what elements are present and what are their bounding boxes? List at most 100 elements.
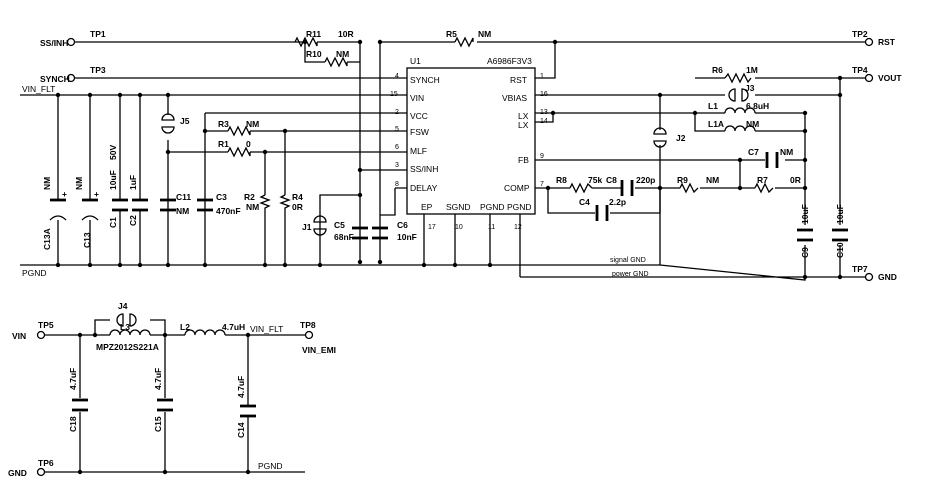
c18-val: 4.7uF <box>68 368 78 390</box>
l2-val: 4.7uH <box>222 322 245 332</box>
c14-ref: C14 <box>236 422 246 438</box>
ic-u1-body <box>406 67 536 215</box>
pin-label-synch: SYNCH <box>410 75 440 85</box>
l1-val: 6.8uH <box>746 101 769 111</box>
r8-ref: R8 <box>556 175 567 185</box>
pin-label-fb: FB <box>518 155 529 165</box>
pin-label-vbias: VBIAS <box>502 93 527 103</box>
net-signal-gnd: signal GND <box>610 257 646 264</box>
r4-val: 0R <box>292 202 303 212</box>
net-gnd-bottom: GND <box>8 468 27 478</box>
l2-coil <box>184 329 226 336</box>
c6-ref: C6 <box>397 220 408 230</box>
tp6-marker <box>36 467 46 477</box>
pin-label-fsw: FSW <box>410 127 429 137</box>
r7-body <box>754 182 774 194</box>
pin-num-11: 11 <box>488 224 495 231</box>
c10-ref: C10 <box>835 242 845 258</box>
c2-ref: C2 <box>128 215 138 226</box>
pin-label-ep: EP <box>421 202 433 212</box>
tp1-label: TP1 <box>90 29 106 39</box>
pin-label-rst: RST <box>510 75 527 85</box>
pin-num-1: 1 <box>540 73 544 80</box>
c15-val: 4.7uF <box>153 368 163 390</box>
r7-val: 0R <box>790 175 801 185</box>
c9-val: 10uF <box>800 204 810 224</box>
r5-body <box>454 36 474 48</box>
ic-ref: U1 <box>410 56 421 66</box>
j3-ref: J3 <box>745 83 755 93</box>
pin-label-delay: DELAY <box>410 183 438 193</box>
jumpers <box>116 88 749 327</box>
pin-label-vin: VIN <box>410 93 424 103</box>
net-ss-inh: SS/INH <box>40 38 68 48</box>
pin-label-sgnd: SGND <box>446 202 471 212</box>
pin-num-3: 3 <box>395 162 399 169</box>
r10-val: NM <box>336 49 349 59</box>
r4-body <box>279 194 291 210</box>
tp3-label: TP3 <box>90 65 106 75</box>
pin-label-lx1: LX <box>518 111 529 121</box>
r5-ref: R5 <box>446 29 457 39</box>
r3-ref: R3 <box>218 119 229 129</box>
wires <box>20 41 865 473</box>
tp8-marker <box>304 330 314 340</box>
c7-ref: C7 <box>748 147 759 157</box>
r1-body <box>227 146 251 158</box>
r10-body <box>324 56 348 68</box>
net-vin-flt: VIN_FLT <box>22 84 55 94</box>
net-pgnd: PGND <box>22 268 47 278</box>
pin-label-comp: COMP <box>504 183 530 193</box>
ic-part: A6986F3V3 <box>487 56 532 66</box>
r8-val: 75k <box>588 175 602 185</box>
pin-num-8: 8 <box>395 181 399 188</box>
l1a-ref: L1A <box>708 119 724 129</box>
net-vout: VOUT <box>878 73 902 83</box>
r11-val: 10R <box>338 29 354 39</box>
pin-num-10: 10 <box>455 224 463 231</box>
net-synch: SYNCH <box>40 74 70 84</box>
c1-voltage: 50V <box>108 145 118 160</box>
c4-ref: C4 <box>579 197 590 207</box>
inductors <box>109 107 756 336</box>
r3-body <box>227 125 251 137</box>
c2-val: 1uF <box>128 175 138 190</box>
c8-ref: C8 <box>606 175 617 185</box>
tp6-label: TP6 <box>38 458 54 468</box>
tp7-marker <box>864 272 874 282</box>
pin-num-4: 4 <box>395 73 399 80</box>
c13-ref: C13 <box>82 232 92 248</box>
c7-val: NM <box>780 147 793 157</box>
l1-ref: L1 <box>708 101 718 111</box>
c6-val: 10nF <box>397 232 417 242</box>
tp8-label: TP8 <box>300 320 316 330</box>
pin-num-5: 5 <box>395 126 399 133</box>
r9-ref: R9 <box>677 175 688 185</box>
r9-body <box>679 182 699 194</box>
r3-val: NM <box>246 119 259 129</box>
r8-body <box>569 182 593 194</box>
c8-val: 220p <box>636 175 655 185</box>
tp5-marker <box>36 330 46 340</box>
r6-ref: R6 <box>712 65 723 75</box>
r11-ref: R11 <box>306 29 321 39</box>
r7-ref: R7 <box>757 175 768 185</box>
r6-body <box>724 72 752 84</box>
l2-ref: L2 <box>180 322 190 332</box>
junction-dots <box>55 39 843 475</box>
net-vin-emi: VIN_EMI <box>302 345 336 355</box>
r2-val: NM <box>246 202 259 212</box>
c1-val: 10uF <box>108 170 118 190</box>
c15-ref: C15 <box>153 416 163 432</box>
pin-label-vcc: VCC <box>410 111 428 121</box>
tp2-label: TP2 <box>852 29 868 39</box>
tp4-label: TP4 <box>852 65 868 75</box>
resistors <box>227 36 774 210</box>
c11-ref: C11 <box>176 192 191 202</box>
net-rst: RST <box>878 37 896 47</box>
tp7-label: TP7 <box>852 264 868 274</box>
j4-ref: J4 <box>118 301 128 311</box>
net-gnd: GND <box>878 272 897 282</box>
tp1-marker <box>66 37 76 47</box>
